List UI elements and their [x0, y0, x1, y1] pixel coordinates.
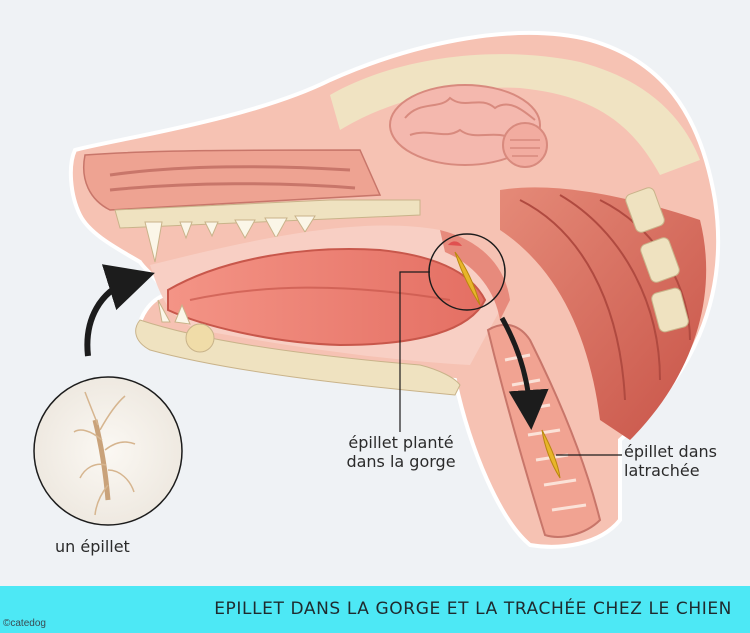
label-throat-line2: dans la gorge [346, 452, 456, 471]
label-trachea-line2: latrachée [624, 461, 700, 480]
spikelet-in-throat [448, 241, 481, 306]
upper-teeth [144, 215, 316, 263]
label-trachea-line1: épillet dans [624, 442, 717, 461]
vertebrae [625, 187, 689, 333]
spikelet-photo [33, 376, 183, 526]
brain [389, 84, 548, 168]
spikelet-in-trachea [541, 429, 561, 479]
tongue [167, 248, 487, 347]
pharynx [440, 230, 510, 320]
upper-jaw-bone [114, 199, 421, 229]
nasal-cavity [83, 149, 382, 211]
caption-bar: EPILLET DANS LA GORGE ET LA TRACHÉE CHEZ… [0, 586, 750, 633]
lower-jaw [135, 319, 461, 396]
lower-teeth [157, 299, 191, 325]
trachea-arrow [499, 316, 549, 430]
label-spikelet: un épillet [55, 537, 130, 556]
dog-head-cross-section [33, 31, 721, 549]
label-spikelet-in-trachea: épillet dans latrachée [624, 442, 744, 480]
label-spikelet-in-throat: épillet planté dans la gorge [336, 433, 466, 471]
copyright-text: ©catedog [3, 618, 46, 629]
caption-text: EPILLET DANS LA GORGE ET LA TRACHÉE CHEZ… [214, 599, 732, 619]
skull-bone [330, 54, 700, 175]
curved-arrow [84, 264, 155, 357]
label-throat-line1: épillet planté [348, 433, 454, 452]
trachea [486, 323, 602, 538]
throat-leader-line [399, 271, 430, 432]
